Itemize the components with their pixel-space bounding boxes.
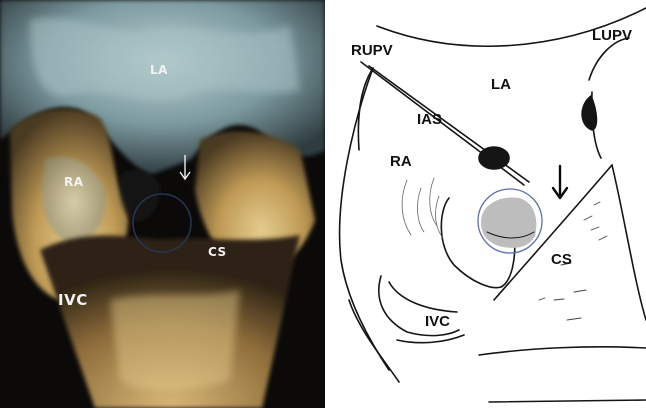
echo-label-cs: CS: [208, 245, 227, 259]
echo-image: [0, 0, 325, 408]
echo-image-panel: LA RA CS IVC: [0, 0, 325, 408]
echo-label-ra: RA: [64, 175, 84, 189]
echo-label-ivc: IVC: [58, 291, 88, 309]
sketch-label-cs: CS: [551, 251, 572, 268]
sketch-label-rupv: RUPV: [351, 42, 393, 59]
echo-label-la: LA: [150, 63, 168, 77]
sketch-label-ra: RA: [390, 153, 412, 170]
sketch-panel: RUPV LUPV LA IAS RA CS IVC: [329, 0, 646, 408]
down-arrow-icon: [553, 166, 567, 198]
lupv-dark-blob: [582, 96, 596, 130]
sketch-label-la: LA: [491, 76, 511, 93]
sketch-label-ivc: IVC: [425, 313, 450, 330]
sketch-drawing: [329, 0, 646, 408]
sketch-label-ias: IAS: [417, 111, 442, 128]
sketch-label-lupv: LUPV: [592, 27, 632, 44]
septal-dark-blob: [479, 147, 509, 169]
